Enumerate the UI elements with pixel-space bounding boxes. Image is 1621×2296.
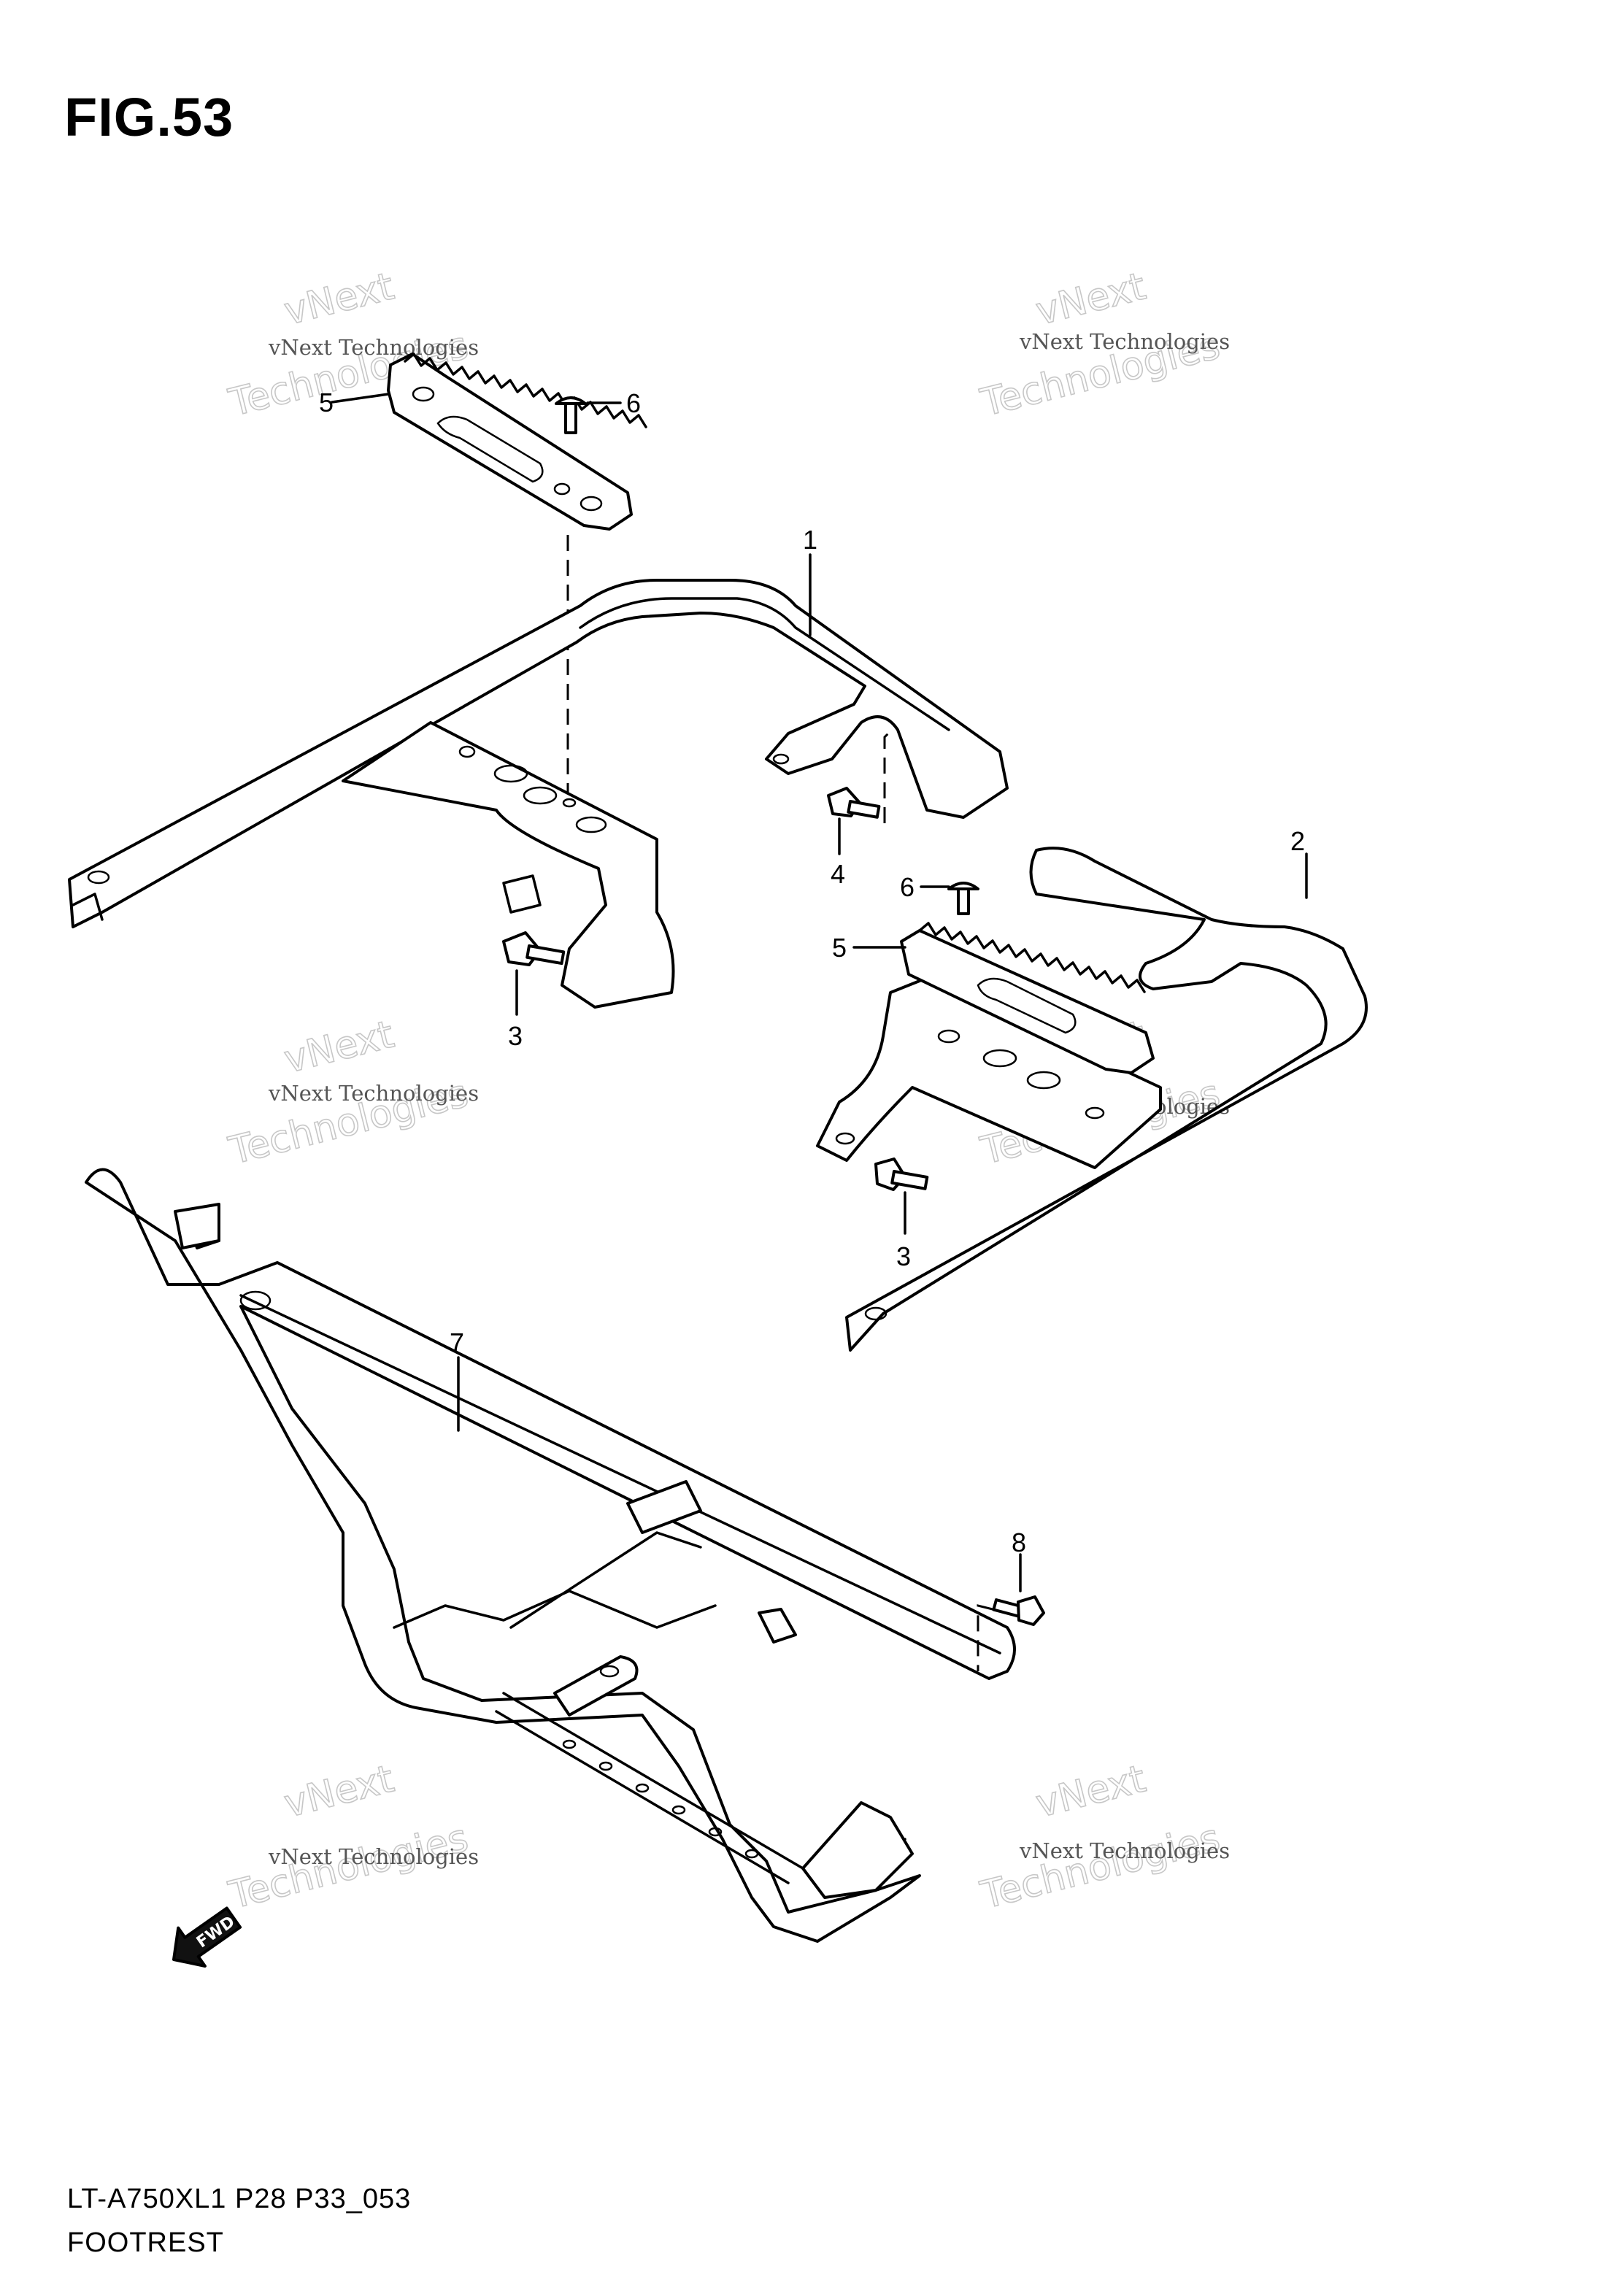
svg-text:vNext Technologies: vNext Technologies — [1019, 1838, 1230, 1863]
front-footrest-frame — [85, 1168, 1016, 1943]
svg-text:vNext: vNext — [1032, 265, 1150, 334]
footpeg-lower — [900, 922, 1155, 1074]
screw-6-lower — [947, 882, 979, 915]
section-name: FOOTREST — [67, 2227, 224, 2258]
assembly-line-bolt-8 — [977, 1604, 993, 1671]
svg-text:Technologies: Technologies — [977, 1817, 1225, 1918]
callout-7: 7 — [450, 1328, 464, 1357]
callout-4: 4 — [831, 859, 845, 889]
svg-text:vNext Technologies: vNext Technologies — [268, 335, 479, 360]
svg-text:vNext: vNext — [280, 1757, 398, 1827]
bolt-4 — [827, 787, 881, 819]
assembly-line-bolt-4 — [883, 728, 893, 823]
watermark-top-right: vNext Technologies vNext Technologies — [976, 264, 1230, 426]
watermark-middle-left: vNext Technologies vNext Technologies — [224, 1012, 479, 1174]
callout-6-upper: 6 — [626, 388, 641, 418]
callout-5-lower: 5 — [832, 933, 847, 963]
watermark-bottom-left: vNext Technologies vNext Technologies — [224, 1757, 479, 1919]
figure-title: FIG.53 — [64, 87, 234, 147]
footrest-bracket-right — [816, 847, 1368, 1352]
callout-1: 1 — [803, 525, 817, 555]
callout-3-left: 3 — [508, 1021, 523, 1051]
callout-2: 2 — [1290, 826, 1305, 856]
bolt-8 — [992, 1595, 1045, 1626]
svg-text:vNext: vNext — [1032, 1757, 1150, 1827]
footpeg-upper — [387, 353, 647, 531]
callout-6-lower: 6 — [900, 872, 915, 902]
screw-6-upper — [555, 396, 587, 434]
watermark-bottom-right: vNext Technologies vNext Technologies — [976, 1757, 1230, 1919]
callout-8: 8 — [1012, 1528, 1026, 1557]
callout-5-upper: 5 — [319, 388, 334, 417]
leader-5-upper — [331, 393, 390, 404]
bolt-3-left — [502, 931, 566, 966]
model-code: LT-A750XL1 P28 P33_053 — [67, 2184, 412, 2214]
svg-text:vNext: vNext — [280, 265, 398, 334]
svg-text:vNext Technologies: vNext Technologies — [268, 1081, 479, 1106]
svg-text:vNext Technologies: vNext Technologies — [268, 1844, 479, 1869]
svg-text:vNext: vNext — [280, 1013, 398, 1082]
svg-text:vNext Technologies: vNext Technologies — [1019, 329, 1230, 354]
footrest-bracket-left — [68, 579, 1009, 1009]
bolt-3-right — [874, 1157, 929, 1191]
callout-3-right: 3 — [896, 1241, 911, 1271]
